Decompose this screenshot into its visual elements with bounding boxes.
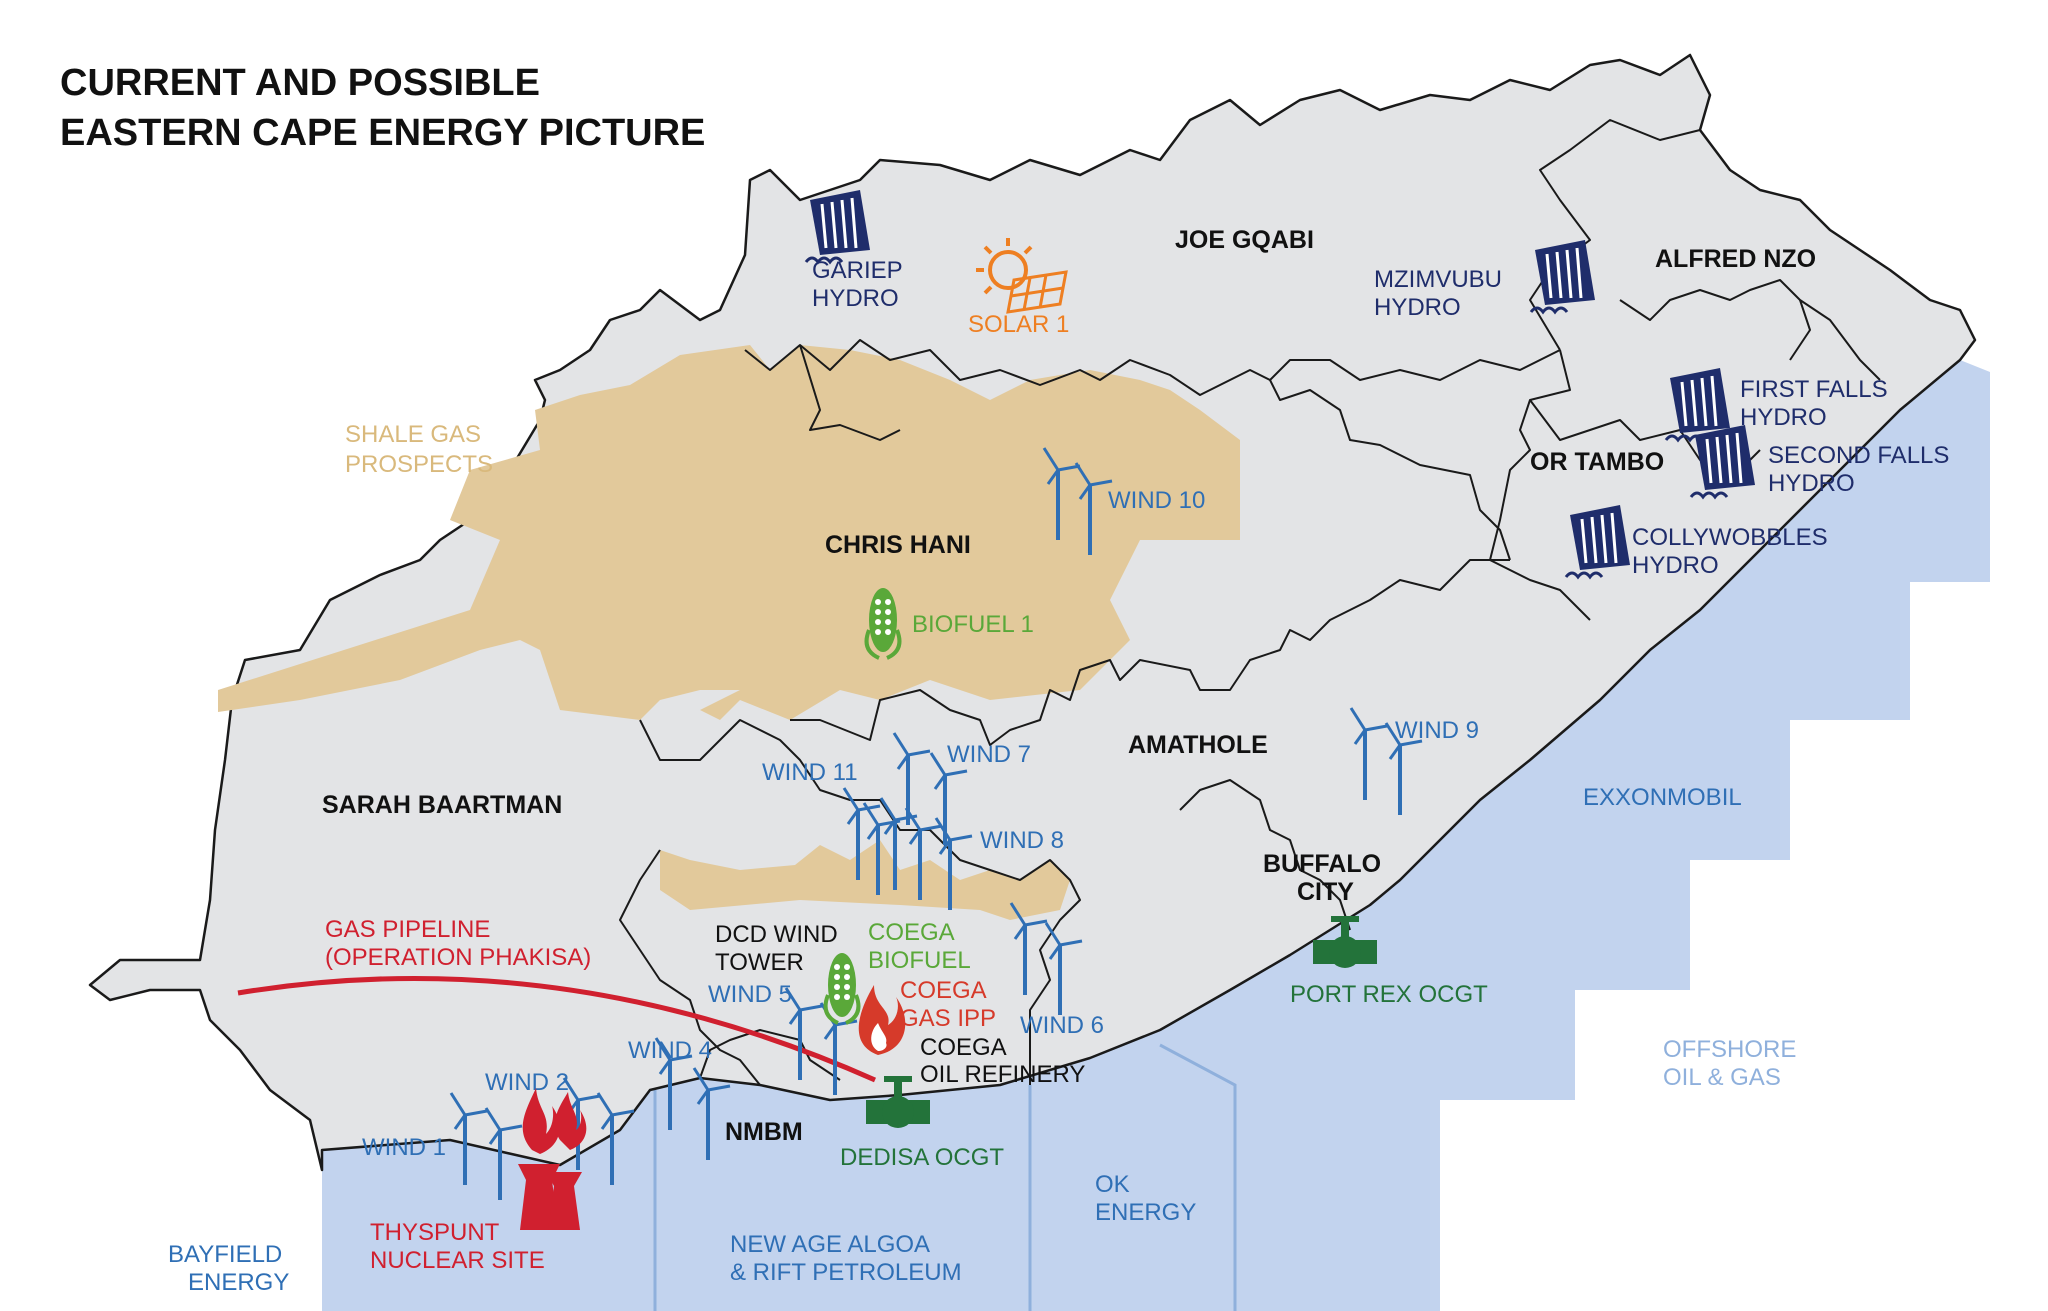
collywobbles-hydro-label-1: COLLYWOBBLES (1632, 524, 1828, 551)
nuclear-icon (518, 1088, 587, 1230)
ok-energy-label-2: ENERGY (1095, 1199, 1196, 1226)
gariep-hydro-label-1: GARIEP (812, 257, 903, 284)
second-falls-hydro-label-2: HYDRO (1768, 470, 1855, 497)
mzimvubu-hydro-label-2: HYDRO (1374, 294, 1461, 321)
bayfield-label-1: BAYFIELD (168, 1241, 282, 1268)
biofuel1-label: BIOFUEL 1 (912, 611, 1034, 638)
coega-gas-label-2: GAS IPP (900, 1005, 996, 1032)
wind4-label: WIND 4 (628, 1037, 712, 1064)
dcd-label-2: TOWER (715, 949, 804, 976)
first-falls-hydro-label-1: FIRST FALLS (1740, 376, 1888, 403)
buffalo-city-label-1: BUFFALO (1263, 850, 1381, 878)
offshore-block (322, 360, 1990, 1311)
wind8-label: WIND 8 (980, 827, 1064, 854)
exxonmobil-label: EXXONMOBIL (1583, 784, 1742, 811)
port-rex-ocgt-label: PORT REX OCGT (1290, 981, 1488, 1008)
amathole-label: AMATHOLE (1128, 731, 1268, 759)
shale-label-2: PROSPECTS (345, 451, 493, 478)
chris-hani-label: CHRIS HANI (825, 531, 971, 559)
wind9-label: WIND 9 (1395, 717, 1479, 744)
buffalo-city-label-2: CITY (1297, 878, 1354, 906)
nmbm-label: NMBM (725, 1118, 803, 1146)
title-line-2: EASTERN CAPE ENERGY PICTURE (60, 112, 705, 154)
wind5-label: WIND 5 (708, 981, 792, 1008)
coega-gas-label-1: COEGA (900, 977, 987, 1004)
gariep-hydro-label-2: HYDRO (812, 285, 899, 312)
second-falls-hydro-label-1: SECOND FALLS (1768, 442, 1949, 469)
gas-pipeline (237, 975, 877, 1083)
title-line-1: CURRENT AND POSSIBLE (60, 62, 540, 104)
dedisa-ocgt-label: DEDISA OCGT (840, 1144, 1004, 1171)
new-age-label-1: NEW AGE ALGOA (730, 1231, 930, 1258)
pipeline-label-2: (OPERATION PHAKISA) (325, 944, 591, 971)
sarah-baartman-label: SARAH BAARTMAN (322, 791, 562, 819)
wind7-label: WIND 7 (947, 741, 1031, 768)
refinery-label-1: COEGA (920, 1034, 1007, 1061)
nuclear-label-2: NUCLEAR SITE (370, 1247, 545, 1274)
new-age-label-2: & RIFT PETROLEUM (730, 1259, 962, 1286)
collywobbles-hydro-label-2: HYDRO (1632, 552, 1719, 579)
or-tambo-label: OR TAMBO (1530, 448, 1664, 476)
joe-gqabi-label: JOE GQABI (1175, 226, 1314, 254)
shale-gas-zone (218, 345, 1240, 920)
solar1-label: SOLAR 1 (968, 311, 1069, 338)
nuclear-label-1: THYSPUNT (370, 1219, 500, 1246)
offshore-oil-gas-label-2: OIL & GAS (1663, 1064, 1781, 1091)
wind1-label: WIND 1 (362, 1134, 446, 1161)
alfred-nzo-label: ALFRED NZO (1655, 245, 1816, 273)
bayfield-label-2: ENERGY (188, 1269, 289, 1296)
mzimvubu-hydro-label-1: MZIMVUBU (1374, 266, 1502, 293)
wind2-label: WIND 2 (485, 1069, 569, 1096)
offshore-oil-gas-label-1: OFFSHORE (1663, 1036, 1796, 1063)
wind10-label: WIND 10 (1108, 487, 1205, 514)
wind11-label: WIND 11 (762, 759, 858, 786)
dcd-label-1: DCD WIND (715, 921, 838, 948)
shale-label-1: SHALE GAS (345, 421, 481, 448)
pipeline-label-1: GAS PIPELINE (325, 916, 490, 943)
first-falls-hydro-label-2: HYDRO (1740, 404, 1827, 431)
wind6-label: WIND 6 (1020, 1012, 1104, 1039)
ok-energy-label-1: OK (1095, 1171, 1130, 1198)
solar-icon (976, 238, 1068, 314)
refinery-label-2: OIL REFINERY (920, 1061, 1085, 1088)
offshore-block-lines (653, 1043, 1237, 1311)
coega-biofuel-label-2: BIOFUEL (868, 947, 971, 974)
coega-biofuel-label-1: COEGA (868, 919, 955, 946)
